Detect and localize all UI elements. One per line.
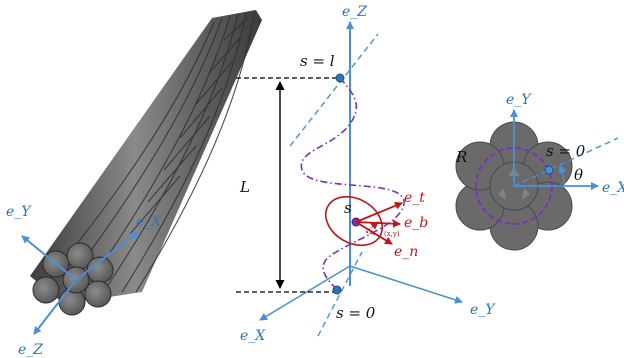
normal-vector — [355, 221, 393, 245]
tangent-label: e_t — [404, 190, 425, 206]
middle-axis-x-label: e_X — [240, 328, 266, 344]
theta-arc — [559, 165, 567, 187]
left-axis-y — [21, 235, 77, 281]
length-label: L — [239, 178, 250, 196]
right-panel: R s = 0 θ e_Y e_X — [455, 92, 624, 251]
left-panel: e_X e_Y e_Z — [6, 10, 262, 358]
wire-rope-body — [30, 10, 262, 304]
left-axis-x — [75, 231, 139, 281]
middle-axis-z-label: e_Z — [342, 4, 367, 20]
helix-curve — [300, 77, 405, 291]
right-axis-y-label: e_Y — [506, 92, 532, 108]
top-endpoint — [335, 73, 345, 83]
right-start-label: s = 0 — [546, 142, 586, 160]
right-start-point — [544, 165, 554, 175]
radius-label: R — [455, 148, 467, 166]
bottom-s-label: s = 0 — [336, 304, 376, 322]
point-s-label: s — [344, 199, 352, 217]
wire-rope-end-face — [32, 242, 114, 316]
bottom-dashed-axis — [317, 251, 363, 337]
left-axis-z-label: e_Z — [18, 342, 43, 358]
left-axis-y-label: e_Y — [6, 204, 32, 220]
wire-rope-strands — [55, 12, 255, 293]
binormal-label: e_b — [404, 215, 428, 231]
right-axis-x-label: e_X — [602, 180, 624, 196]
top-s-label: s = l — [300, 52, 335, 70]
middle-axis-x — [259, 265, 351, 321]
left-axis-x-label: e_X — [136, 214, 162, 230]
local-x-arrow — [365, 221, 379, 233]
top-dashed-axis — [289, 33, 379, 147]
bottom-endpoint — [332, 285, 342, 295]
middle-axis-y — [349, 265, 463, 304]
left-axis-labels: e_X e_Y e_Z — [6, 204, 162, 358]
tangent-vector — [355, 201, 403, 223]
local-y-arrow — [365, 231, 381, 237]
right-angle-ray — [513, 137, 619, 187]
normal-label: e_n — [394, 244, 418, 260]
middle-panel: s = l s = 0 L s (x,y) e_t e_b e_n e_Z e_… — [236, 4, 496, 344]
theta-label: θ — [574, 166, 583, 184]
middle-axis-y-label: e_Y — [470, 302, 496, 318]
left-axis-z — [33, 279, 77, 335]
left-axes — [21, 231, 139, 335]
local-coords-label: (x,y) — [384, 230, 400, 238]
wire-rope — [30, 10, 262, 316]
